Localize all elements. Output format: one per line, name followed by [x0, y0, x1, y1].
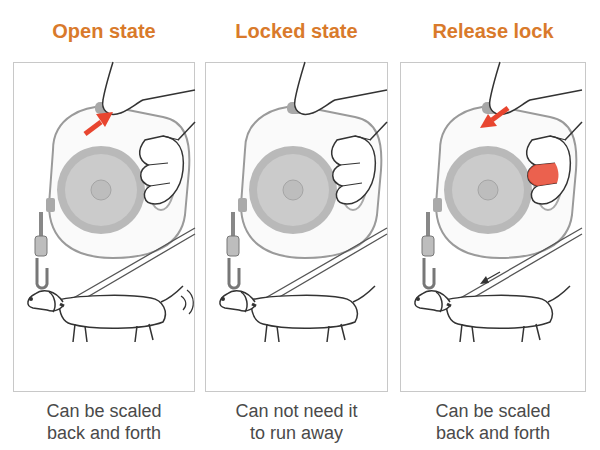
panel-caption: Can not need it to run away [227, 400, 367, 444]
panel-border [205, 62, 388, 392]
panel-caption: Can be scaled back and forth [34, 400, 174, 444]
panel-caption: Can be scaled back and forth [423, 400, 563, 444]
state-panel: Locked stateCan not need it to run away [205, 18, 388, 445]
panel-title: Locked state [205, 18, 388, 44]
panel-border [400, 62, 586, 392]
state-panel: Release lockCan be scaled back and forth [400, 18, 586, 445]
panel-title: Open state [13, 18, 195, 44]
state-panel: Open stateCan be scaled back and forth [13, 18, 195, 445]
panel-title: Release lock [400, 18, 586, 44]
panel-border [13, 62, 195, 392]
